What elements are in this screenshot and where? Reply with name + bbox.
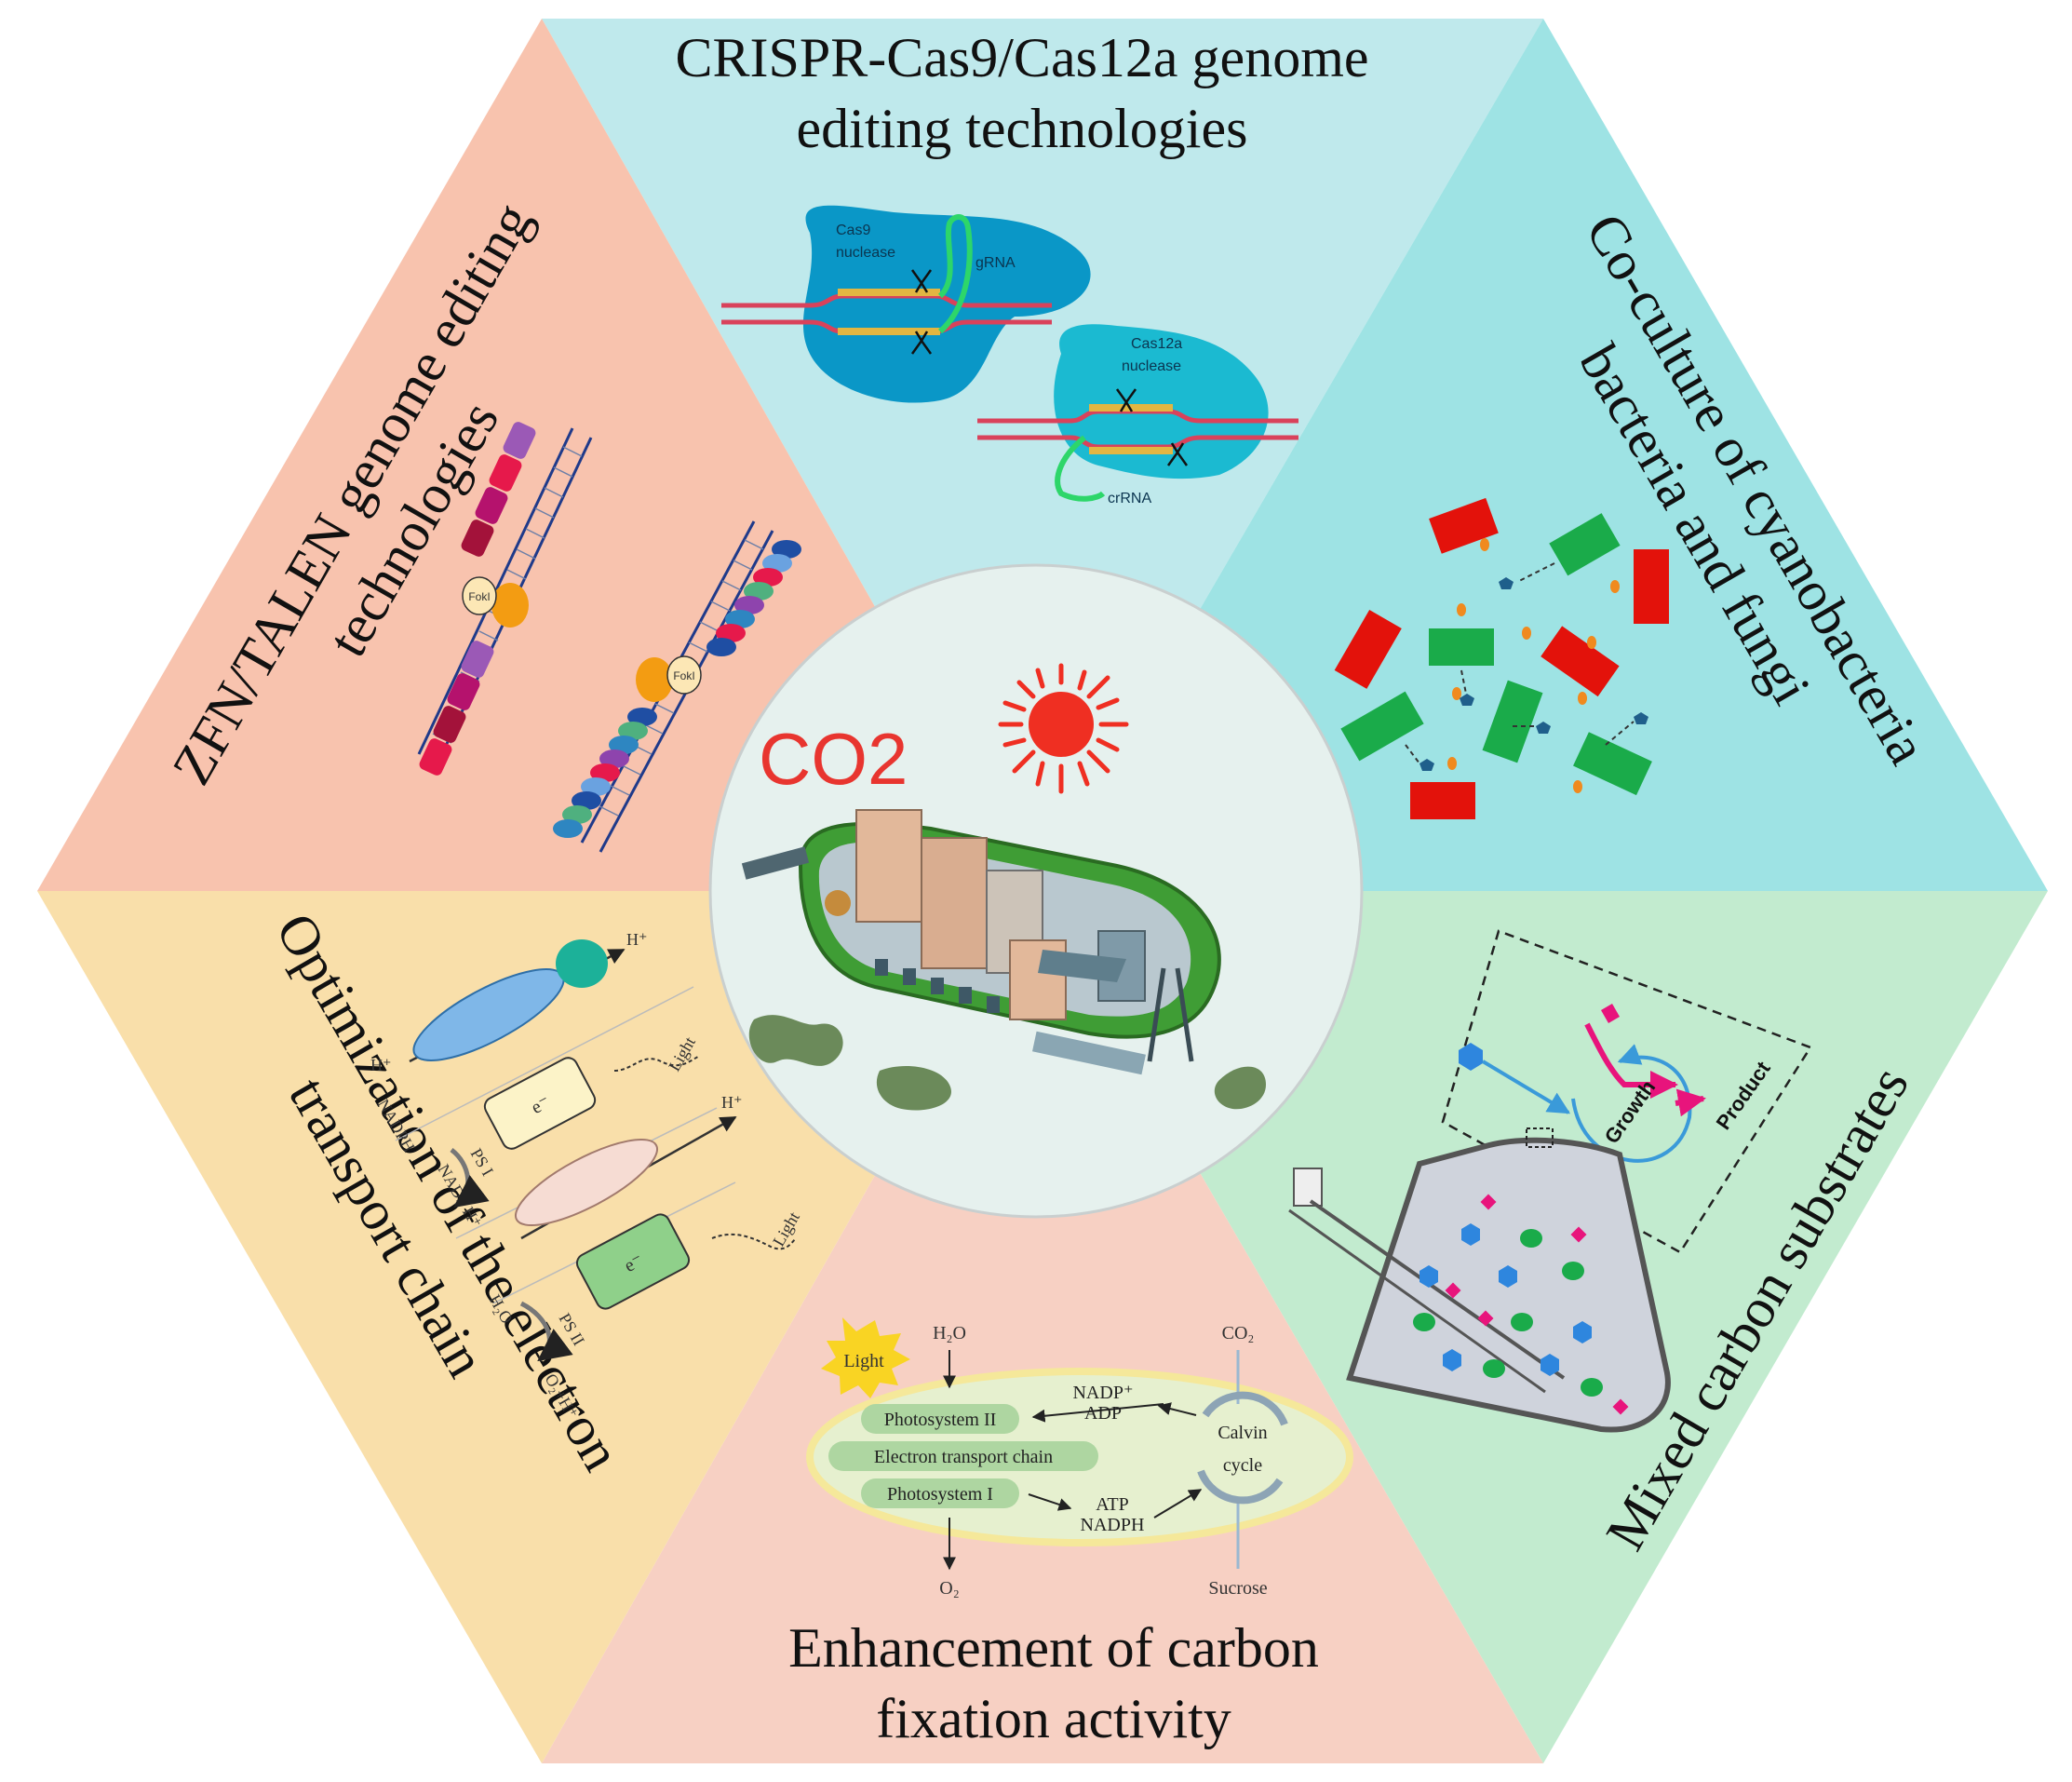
sector-coculture <box>1036 19 2048 891</box>
svg-text:H₂O: H₂O <box>933 1323 966 1343</box>
svg-text:NADP⁺: NADP⁺ <box>1072 1383 1133 1403</box>
svg-text:O₂: O₂ <box>939 1578 959 1599</box>
tale-repeats-upper <box>706 540 801 656</box>
svg-text:CO₂: CO₂ <box>1222 1323 1255 1343</box>
crispr-title: CRISPR-Cas9/Cas12a genome editing techno… <box>676 27 1369 159</box>
cas9-blob <box>802 205 1091 403</box>
cas12a-blob <box>1054 324 1269 479</box>
light-burst-icon: Light <box>821 1317 910 1398</box>
svg-text:cycle: cycle <box>1223 1455 1262 1476</box>
svg-text:Photosystem I: Photosystem I <box>887 1484 993 1505</box>
svg-text:crRNA: crRNA <box>1108 491 1151 506</box>
coculture-diagram <box>1334 497 1669 819</box>
svg-text:Sucrose: Sucrose <box>1208 1578 1267 1599</box>
center-circle: CO2 <box>708 563 1364 1219</box>
sector-carbon-fixation <box>542 891 1543 1763</box>
cyanobacterium-factory <box>741 809 1221 1075</box>
substrate-icon <box>1459 1043 1483 1071</box>
co2-label: CO2 <box>759 718 908 800</box>
sector-electron-transport <box>37 891 1036 1763</box>
svg-text:nuclease: nuclease <box>836 245 895 261</box>
svg-text:FokI: FokI <box>468 590 490 603</box>
svg-text:Light: Light <box>843 1351 884 1371</box>
sector-zfn-talen <box>37 19 1036 891</box>
svg-text:gRNA: gRNA <box>975 255 1016 271</box>
sector-crispr <box>542 19 1543 891</box>
green-bacterium <box>1214 1066 1266 1110</box>
tale-repeats-lower <box>553 708 657 838</box>
green-bacterium <box>748 1015 843 1066</box>
svg-text:Enhancement of carbon: Enhancement of carbon <box>788 1617 1319 1679</box>
svg-text:CRISPR-Cas9/Cas12a genome: CRISPR-Cas9/Cas12a genome <box>676 27 1369 88</box>
scissors-icon <box>1115 388 1189 466</box>
svg-text:H⁺: H⁺ <box>626 930 648 949</box>
crispr-diagram: Cas9 nuclease gRNA Cas12a nuclease crRNA <box>721 205 1298 506</box>
zfn-diagram: FokI <box>417 422 801 853</box>
svg-text:nuclease: nuclease <box>1122 358 1181 374</box>
svg-text:ADP: ADP <box>1084 1403 1122 1424</box>
svg-text:Photosystem II: Photosystem II <box>884 1410 997 1430</box>
green-bacterium <box>876 1066 951 1111</box>
svg-text:NADPH: NADPH <box>1081 1515 1145 1535</box>
carbon-fixation-diagram: Light H₂O O₂ CO₂ Sucrose Photosystem II … <box>806 1317 1353 1599</box>
carbon-title: Enhancement of carbon fixation activity <box>788 1617 1319 1749</box>
svg-text:Electron transport chain: Electron transport chain <box>874 1447 1053 1467</box>
scissors-icon <box>910 269 933 355</box>
svg-text:Cas12a: Cas12a <box>1131 336 1182 352</box>
svg-text:ATP: ATP <box>1096 1494 1129 1515</box>
svg-text:H⁺: H⁺ <box>370 1056 392 1074</box>
sun-icon <box>998 663 1129 794</box>
svg-text:Cas9: Cas9 <box>836 223 870 238</box>
svg-text:editing technologies: editing technologies <box>797 98 1248 159</box>
svg-text:Calvin: Calvin <box>1218 1423 1267 1443</box>
svg-text:FokI: FokI <box>673 669 694 682</box>
svg-text:H⁺: H⁺ <box>721 1093 743 1112</box>
svg-text:fixation activity: fixation activity <box>876 1688 1231 1749</box>
